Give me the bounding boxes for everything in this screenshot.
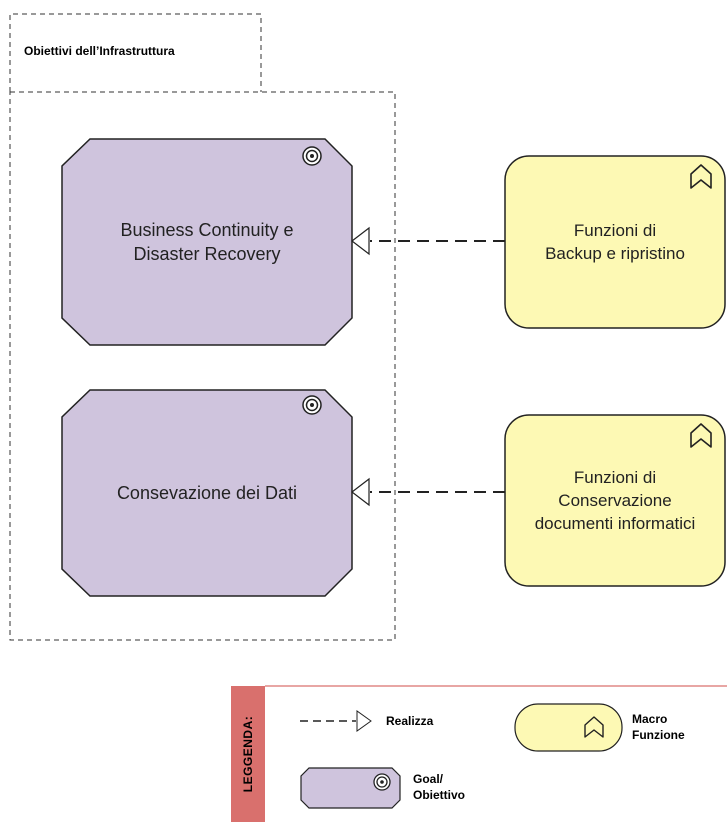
function-label: Funzioni di Conservazione documenti info…	[534, 468, 696, 533]
infrastructure-goals-group	[9, 13, 396, 641]
legend	[231, 685, 727, 822]
realization-connector-1[interactable]	[351, 226, 505, 256]
legend-macro-funzione-symbol	[514, 703, 623, 752]
realization-arrowhead	[351, 477, 370, 507]
goal-label: Business Continuity e Disaster Recovery	[120, 220, 294, 264]
function-label: Funzioni di Backup e ripristino	[545, 221, 685, 263]
legend-title: LEGGENDA:	[231, 686, 265, 822]
function-shape	[504, 414, 726, 587]
legend-title-text: LEGGENDA:	[241, 715, 255, 793]
goal-business-continuity[interactable]	[61, 138, 353, 346]
function-icon	[690, 164, 712, 189]
goal-icon	[302, 395, 322, 415]
goal-icon	[302, 146, 322, 166]
goal-shape	[61, 389, 353, 597]
realization-arrowhead	[351, 226, 370, 256]
legend-realizza-symbol	[300, 710, 372, 732]
legend-realizza-label: Realizza	[386, 714, 434, 728]
realization-connector-2[interactable]	[351, 477, 505, 507]
group-title: Obiettivi dell’Infrastruttura	[24, 44, 175, 58]
function-conservazione[interactable]	[504, 414, 726, 587]
legend-goal-symbol	[300, 767, 401, 809]
legend-title-bar	[231, 686, 265, 822]
goal-conservazione-dati[interactable]	[61, 389, 353, 597]
group-tab-frame	[9, 13, 262, 92]
group-body-frame	[9, 91, 396, 641]
goal-label: Consevazione dei Dati	[116, 483, 298, 503]
legend-macro-funzione-label: Macro Funzione	[632, 712, 685, 742]
function-icon	[690, 423, 712, 448]
legend-goal-label: Goal/ Obiettivo	[413, 772, 466, 802]
goal-shape	[61, 138, 353, 346]
